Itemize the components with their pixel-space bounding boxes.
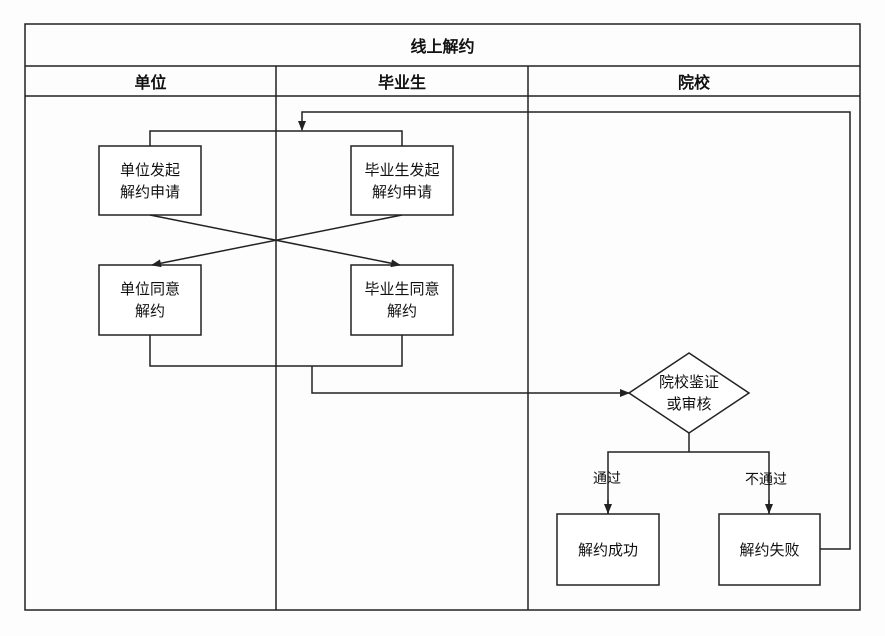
review-text: 院校鉴证 或审核 [658, 373, 719, 413]
pass-label: 通过 [593, 471, 621, 487]
review-branch-line [607, 451, 770, 514]
lane-header-graduate: 毕业生 [377, 73, 426, 92]
success-text: 解约成功 [577, 540, 638, 559]
employer-agree-text: 单位同意 解约 [119, 280, 180, 320]
graduate-to-employer-agree-edge [151, 214, 403, 268]
fail-label: 不通过 [745, 472, 787, 488]
failure-text: 解约失败 [739, 540, 800, 559]
employer-initiate-box [98, 145, 202, 216]
to-review-edge [311, 366, 630, 397]
initiate-merge-line [149, 130, 403, 146]
retry-edge [298, 111, 851, 550]
agree-merge-line [149, 335, 403, 367]
lane-header-school: 院校 [677, 73, 710, 92]
pool-title: 线上解约 [410, 37, 475, 56]
employer-initiate-text: 单位发起 解约申请 [119, 160, 180, 201]
pool-frame [24, 23, 861, 611]
employer-agree-box [98, 264, 202, 336]
success-box [556, 513, 660, 586]
lane-header-employer: 单位 [134, 73, 167, 92]
graduate-agree-text: 毕业生同意 解约 [364, 280, 440, 320]
graduate-agree-box [350, 264, 454, 336]
graduate-initiate-text: 毕业生发起 解约申请 [364, 160, 440, 201]
